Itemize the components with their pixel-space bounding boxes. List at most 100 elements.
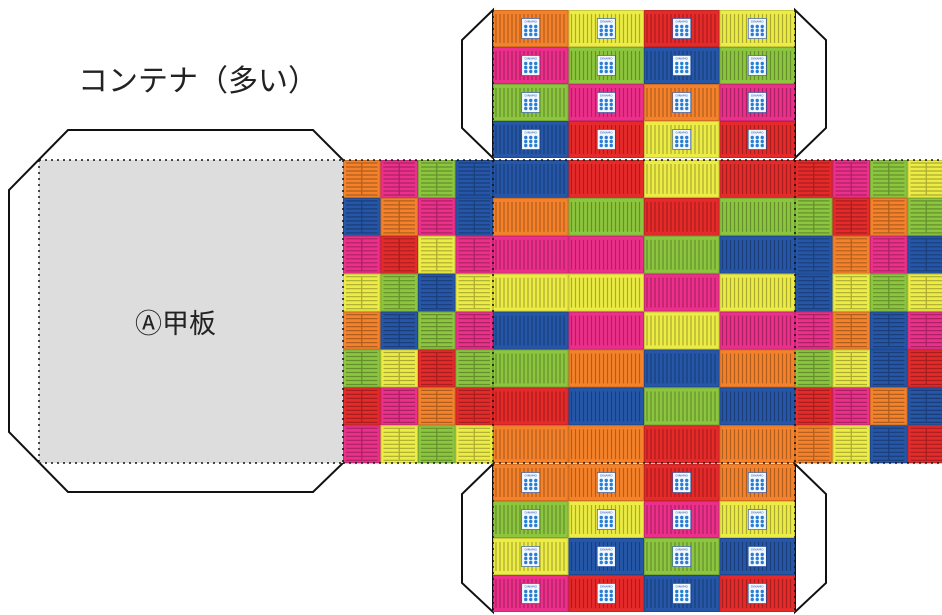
container-frame	[418, 425, 456, 464]
center-container	[493, 197, 569, 236]
container-frame	[907, 349, 942, 388]
logo-dot	[609, 523, 613, 528]
logo-dot	[750, 135, 754, 140]
logo-text: DINAMO	[751, 548, 764, 552]
container-frame	[418, 311, 456, 350]
top-flap-right-tab	[794, 7, 827, 161]
logo-dot	[604, 139, 608, 144]
logo-dot	[680, 143, 684, 148]
logo-dot	[750, 69, 754, 74]
side-container	[380, 311, 418, 350]
logo-dot	[685, 65, 689, 70]
logo-text: DINAMO	[525, 131, 538, 135]
logo-dot	[755, 515, 759, 520]
logo-dot	[675, 589, 679, 594]
logo-badge: DINAMO	[596, 546, 616, 567]
side-container	[832, 387, 870, 426]
logo-dot	[604, 560, 608, 565]
container-frame	[493, 235, 569, 274]
logo-dot	[604, 482, 608, 487]
container-frame	[418, 387, 456, 426]
side-container	[832, 197, 870, 236]
logo-badge: DINAMO	[672, 472, 692, 493]
logo-dot	[604, 552, 608, 557]
logo-dot	[599, 28, 603, 33]
container-frame	[907, 235, 942, 274]
logo-text: DINAMO	[676, 511, 689, 515]
logo-dot	[755, 593, 759, 598]
container-frame	[568, 425, 644, 464]
logo-dot	[599, 139, 603, 144]
top-flap-left-tab	[461, 7, 494, 161]
logo-dot	[534, 556, 538, 561]
logo-dot	[529, 102, 533, 107]
center-container	[644, 235, 720, 274]
logo-text: DINAMO	[600, 585, 613, 589]
logo-dot	[680, 552, 684, 557]
logo-dot	[524, 102, 528, 107]
container-frame	[568, 501, 644, 538]
logo-dot	[685, 478, 689, 483]
logo-dot	[529, 28, 533, 33]
logo-dot	[529, 552, 533, 557]
logo-dot	[524, 98, 528, 103]
side-container	[870, 425, 908, 464]
side-container	[418, 425, 456, 464]
logo-dot	[675, 552, 679, 557]
logo-text: DINAMO	[676, 474, 689, 478]
logo-dot	[755, 61, 759, 66]
logo-dot	[755, 65, 759, 70]
logo-dot	[680, 478, 684, 483]
logo-text: DINAMO	[676, 548, 689, 552]
logo-dot	[599, 593, 603, 598]
container-frame	[719, 311, 795, 350]
logo-dot	[529, 98, 533, 103]
container-frame	[832, 273, 870, 312]
logo-text: DINAMO	[600, 474, 613, 478]
logo-dot	[675, 106, 679, 111]
container-frame	[343, 349, 381, 388]
logo-dot	[680, 556, 684, 561]
side-container	[907, 273, 942, 312]
logo-dot	[609, 135, 613, 140]
logo-dot	[760, 24, 764, 29]
logo-dot	[604, 98, 608, 103]
side-container	[870, 273, 908, 312]
center-container	[493, 387, 569, 426]
logo-dot	[685, 597, 689, 602]
side-container	[795, 311, 833, 350]
logo-dot	[534, 24, 538, 29]
logo-dot	[604, 69, 608, 74]
center-container	[719, 425, 795, 464]
logo-dot	[599, 135, 603, 140]
logo-dot	[609, 106, 613, 111]
logo-dot	[534, 61, 538, 66]
logo-dot	[534, 135, 538, 140]
logo-dot	[599, 32, 603, 37]
container-frame	[719, 197, 795, 236]
logo-text: DINAMO	[600, 548, 613, 552]
logo-dot	[680, 102, 684, 107]
side-container	[418, 349, 456, 388]
logo-text: DINAMO	[751, 585, 764, 589]
container-frame	[870, 387, 908, 426]
container-frame	[644, 10, 720, 47]
container-frame	[380, 425, 418, 464]
logo-dot	[524, 24, 528, 29]
logo-dot	[755, 478, 759, 483]
container-frame	[644, 197, 720, 236]
side-container	[418, 311, 456, 350]
logo-dot	[755, 28, 759, 33]
side-container	[343, 235, 381, 274]
logo-dot	[604, 102, 608, 107]
logo-dot	[760, 486, 764, 491]
container-frame	[907, 273, 942, 312]
container-frame	[719, 84, 795, 121]
logo-dot	[760, 560, 764, 565]
logo-dot	[750, 552, 754, 557]
logo-dot	[675, 28, 679, 33]
logo-dot	[685, 486, 689, 491]
logo-badge: DINAMO	[747, 129, 767, 150]
logo-dot	[680, 523, 684, 528]
